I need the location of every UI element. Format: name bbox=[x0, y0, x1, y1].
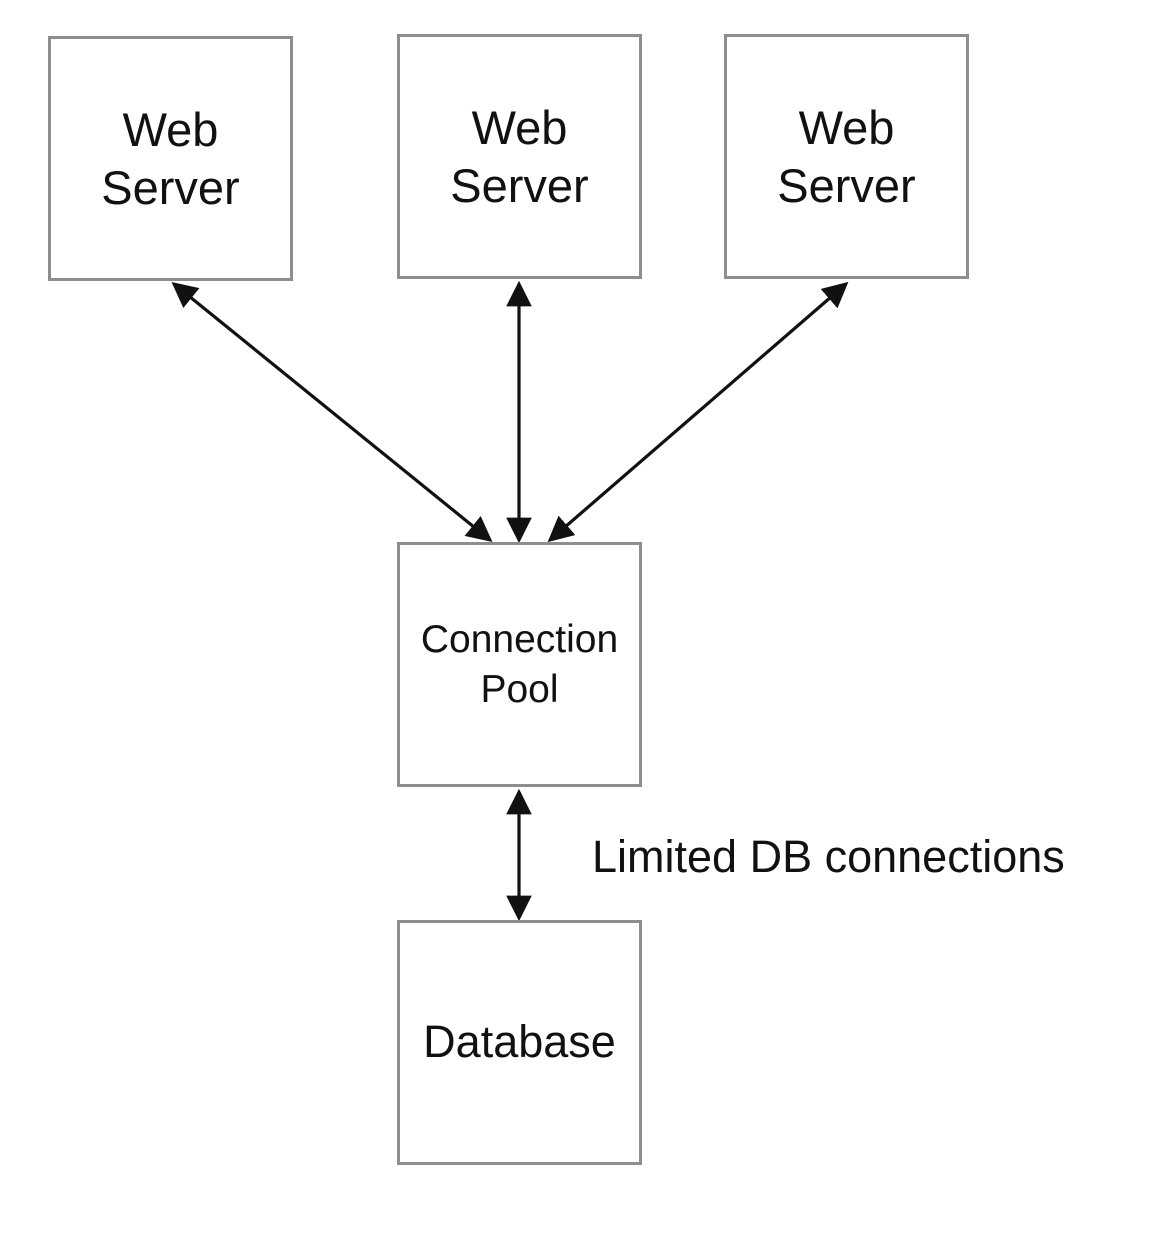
web-server-label-line2: Server bbox=[450, 158, 589, 212]
web-server-label-line2: Server bbox=[777, 158, 916, 212]
connection-pool-node: Connection Pool bbox=[397, 542, 642, 787]
arrow-webserver3-pool bbox=[547, 281, 849, 543]
web-server-node-1: Web Server bbox=[48, 36, 293, 281]
database-label: Database bbox=[423, 1016, 616, 1068]
web-server-label: Web Server bbox=[450, 99, 588, 214]
arrow-webserver1-pool bbox=[171, 281, 493, 543]
web-server-node-2: Web Server bbox=[397, 34, 642, 279]
web-server-node-3: Web Server bbox=[724, 34, 969, 279]
connection-pool-label-line1: Connection bbox=[420, 617, 619, 661]
database-node: Database bbox=[397, 920, 642, 1165]
web-server-label-line1: Web bbox=[122, 103, 219, 157]
web-server-label-line1: Web bbox=[798, 101, 895, 155]
web-server-label-line2: Server bbox=[101, 160, 240, 214]
connection-pool-label-line2: Pool bbox=[480, 667, 559, 711]
web-server-label: Web Server bbox=[101, 101, 239, 216]
web-server-label: Web Server bbox=[777, 99, 915, 214]
limited-db-connections-annotation: Limited DB connections bbox=[592, 831, 1065, 882]
web-server-label-line1: Web bbox=[471, 101, 568, 155]
connection-pool-label: Connection Pool bbox=[421, 615, 618, 714]
